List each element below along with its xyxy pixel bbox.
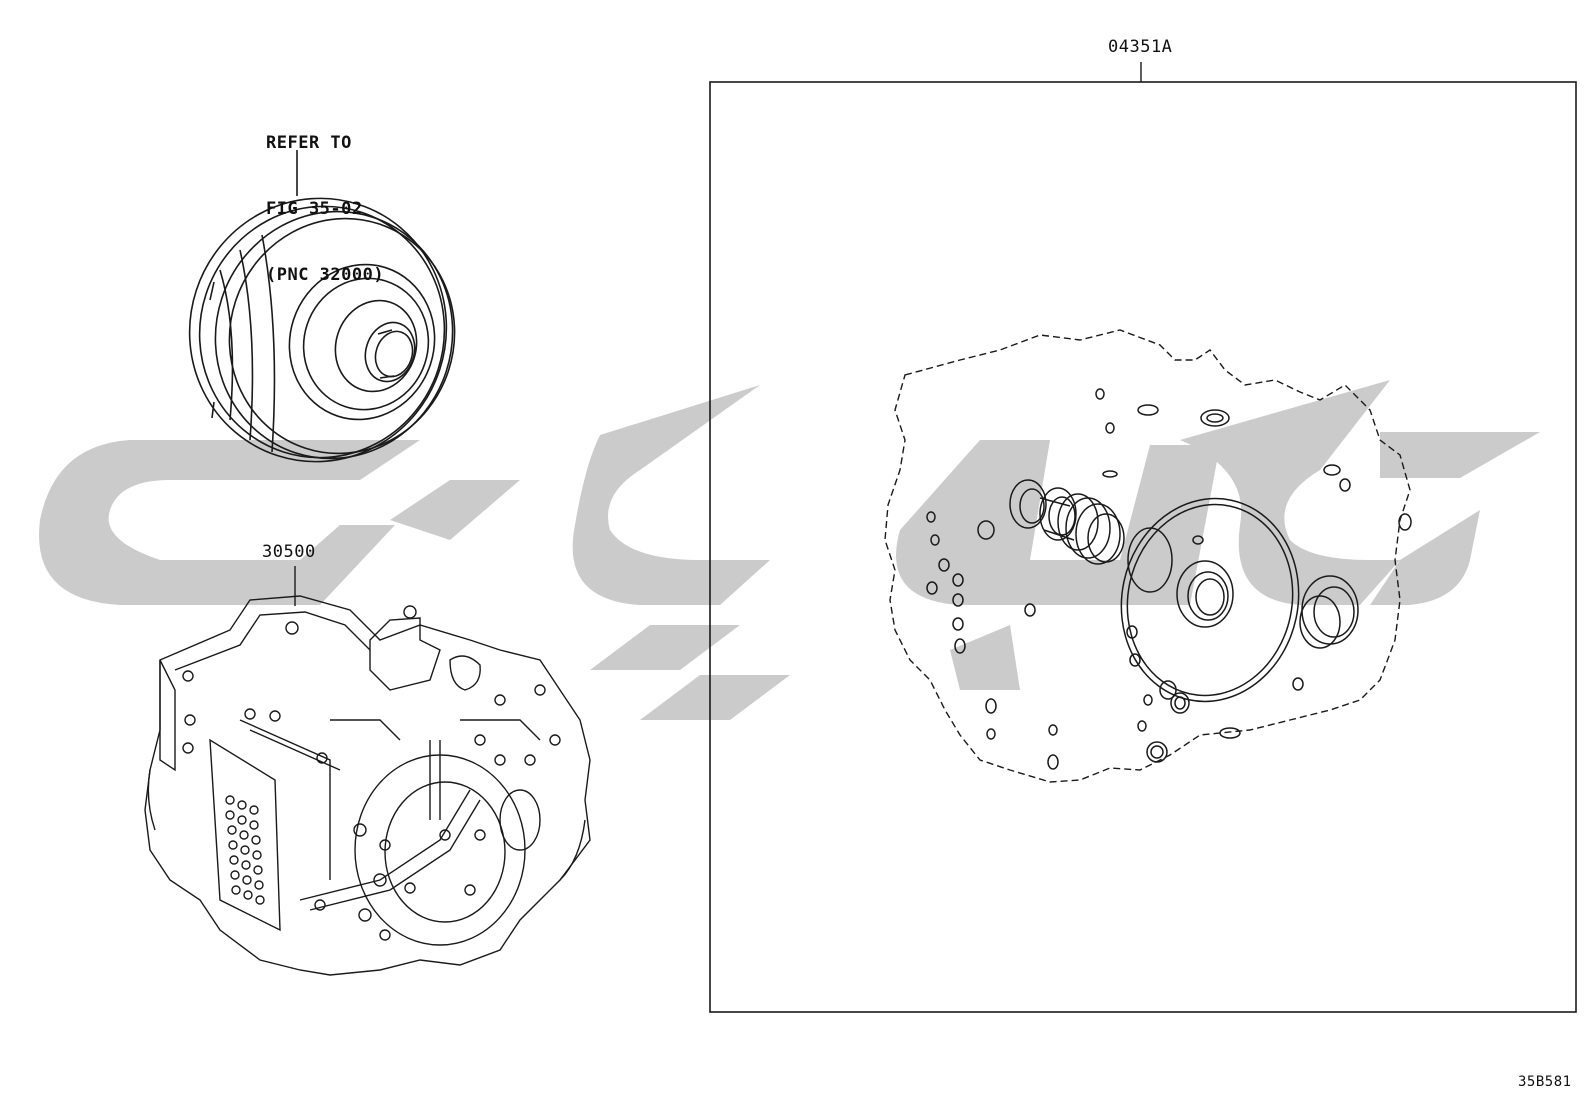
side-oil-seal[interactable] [1299, 575, 1359, 649]
clutch-spring-seals[interactable] [1009, 479, 1125, 565]
drawing-id: 35B581 [1518, 1074, 1572, 1090]
o-rings[interactable] [926, 388, 1412, 770]
overhaul-kit-box [709, 62, 1577, 1013]
kit-boundary-box [709, 81, 1577, 1013]
o-ring[interactable] [1219, 727, 1241, 739]
gasket-housing-outline [884, 329, 1411, 783]
housing-bolts [182, 621, 561, 941]
center-oil-seal[interactable] [1176, 560, 1234, 628]
reference-line: FIG 35-02 [266, 199, 363, 219]
reference-line: REFER TO [266, 133, 352, 153]
reference-line: (PNC 32000) [266, 265, 385, 285]
overhaul-kit-parts[interactable] [926, 388, 1412, 770]
o-ring[interactable] [1137, 404, 1159, 416]
part-number-label-overhaul-kit[interactable]: 04351A [1108, 37, 1173, 57]
part-number-label-transaxle[interactable]: 30500 [262, 542, 316, 562]
torque-converter[interactable] [155, 150, 485, 495]
torque-converter-reference-note[interactable]: REFER TO FIG 35-02 (PNC 32000) [266, 88, 384, 308]
plug-seal[interactable] [1200, 409, 1230, 427]
filter-grid [225, 795, 265, 905]
watermark-logo [39, 380, 1540, 720]
transaxle-assembly[interactable] [144, 566, 591, 976]
